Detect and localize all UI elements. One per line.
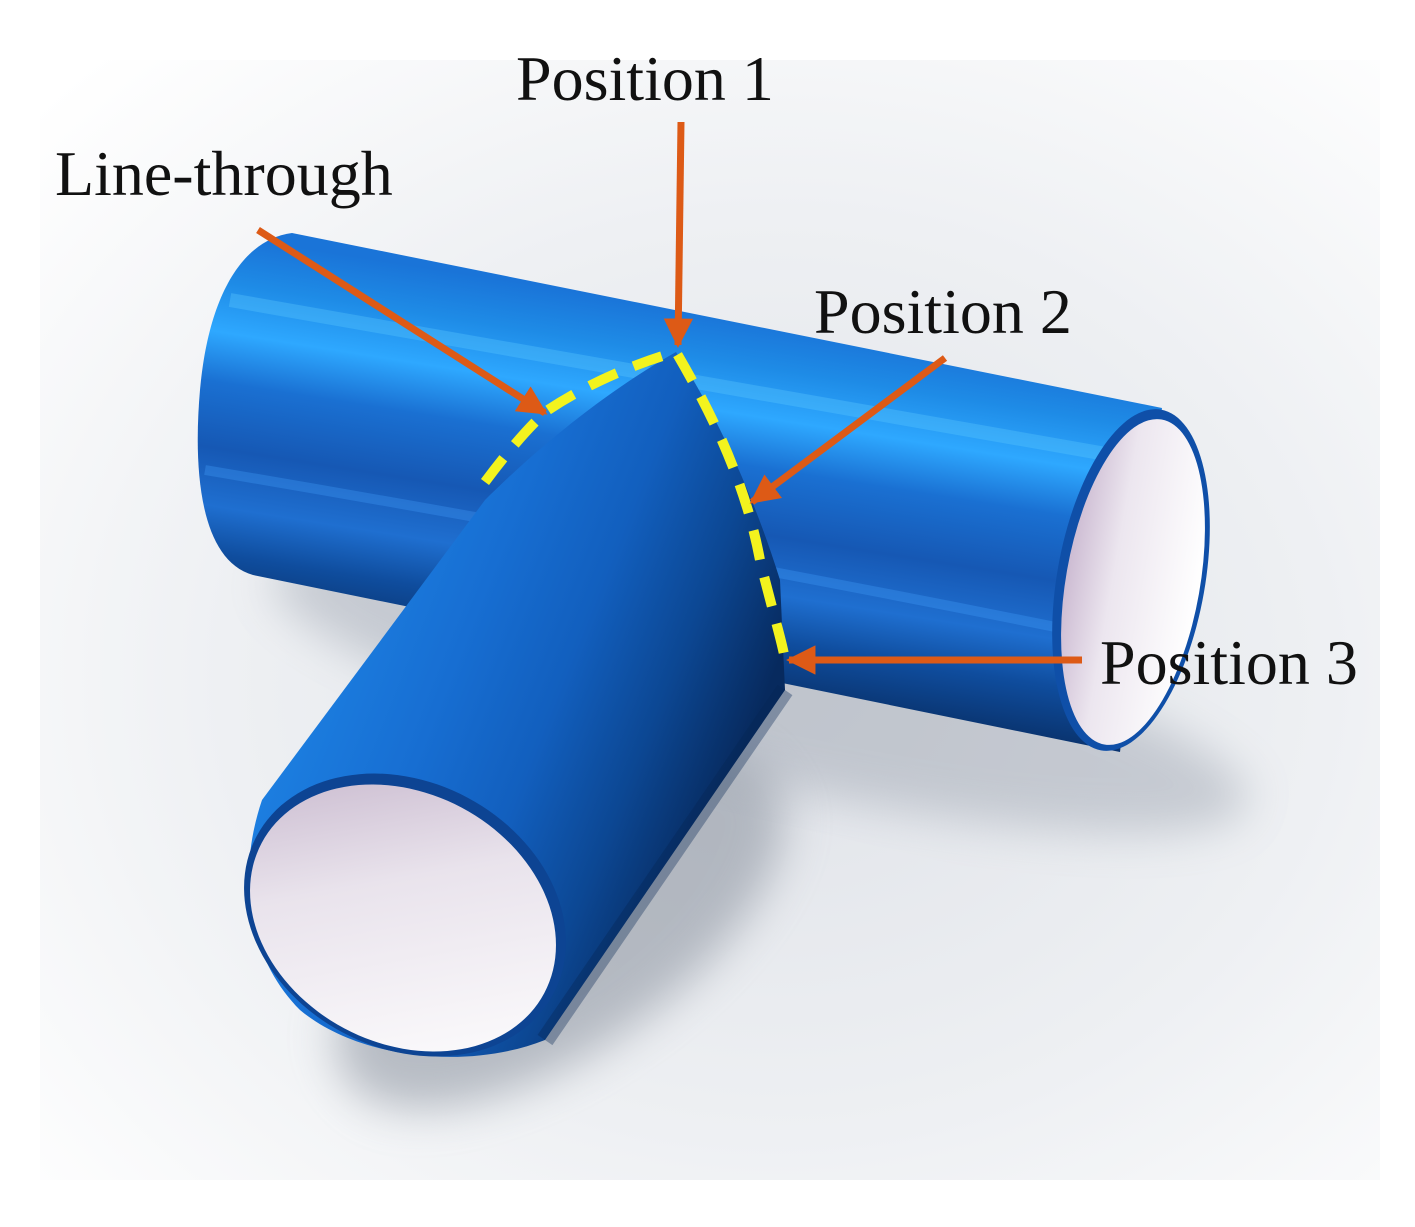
position-2-label: Position 2: [814, 276, 1072, 347]
position-1-label: Position 1: [516, 43, 774, 114]
line-through-label: Line-through: [55, 138, 393, 209]
branch-pipe-bore: [250, 784, 556, 1052]
branch-pipe-edge-shade: [537, 684, 793, 1046]
position-3-label: Position 3: [1100, 627, 1358, 698]
intersection-line: [480, 346, 791, 666]
position-1-arrow: [663, 121, 694, 348]
main-pipe-bore: [1061, 419, 1205, 745]
line-through-arrow: [256, 227, 548, 416]
position-2-arrow: [749, 355, 948, 505]
